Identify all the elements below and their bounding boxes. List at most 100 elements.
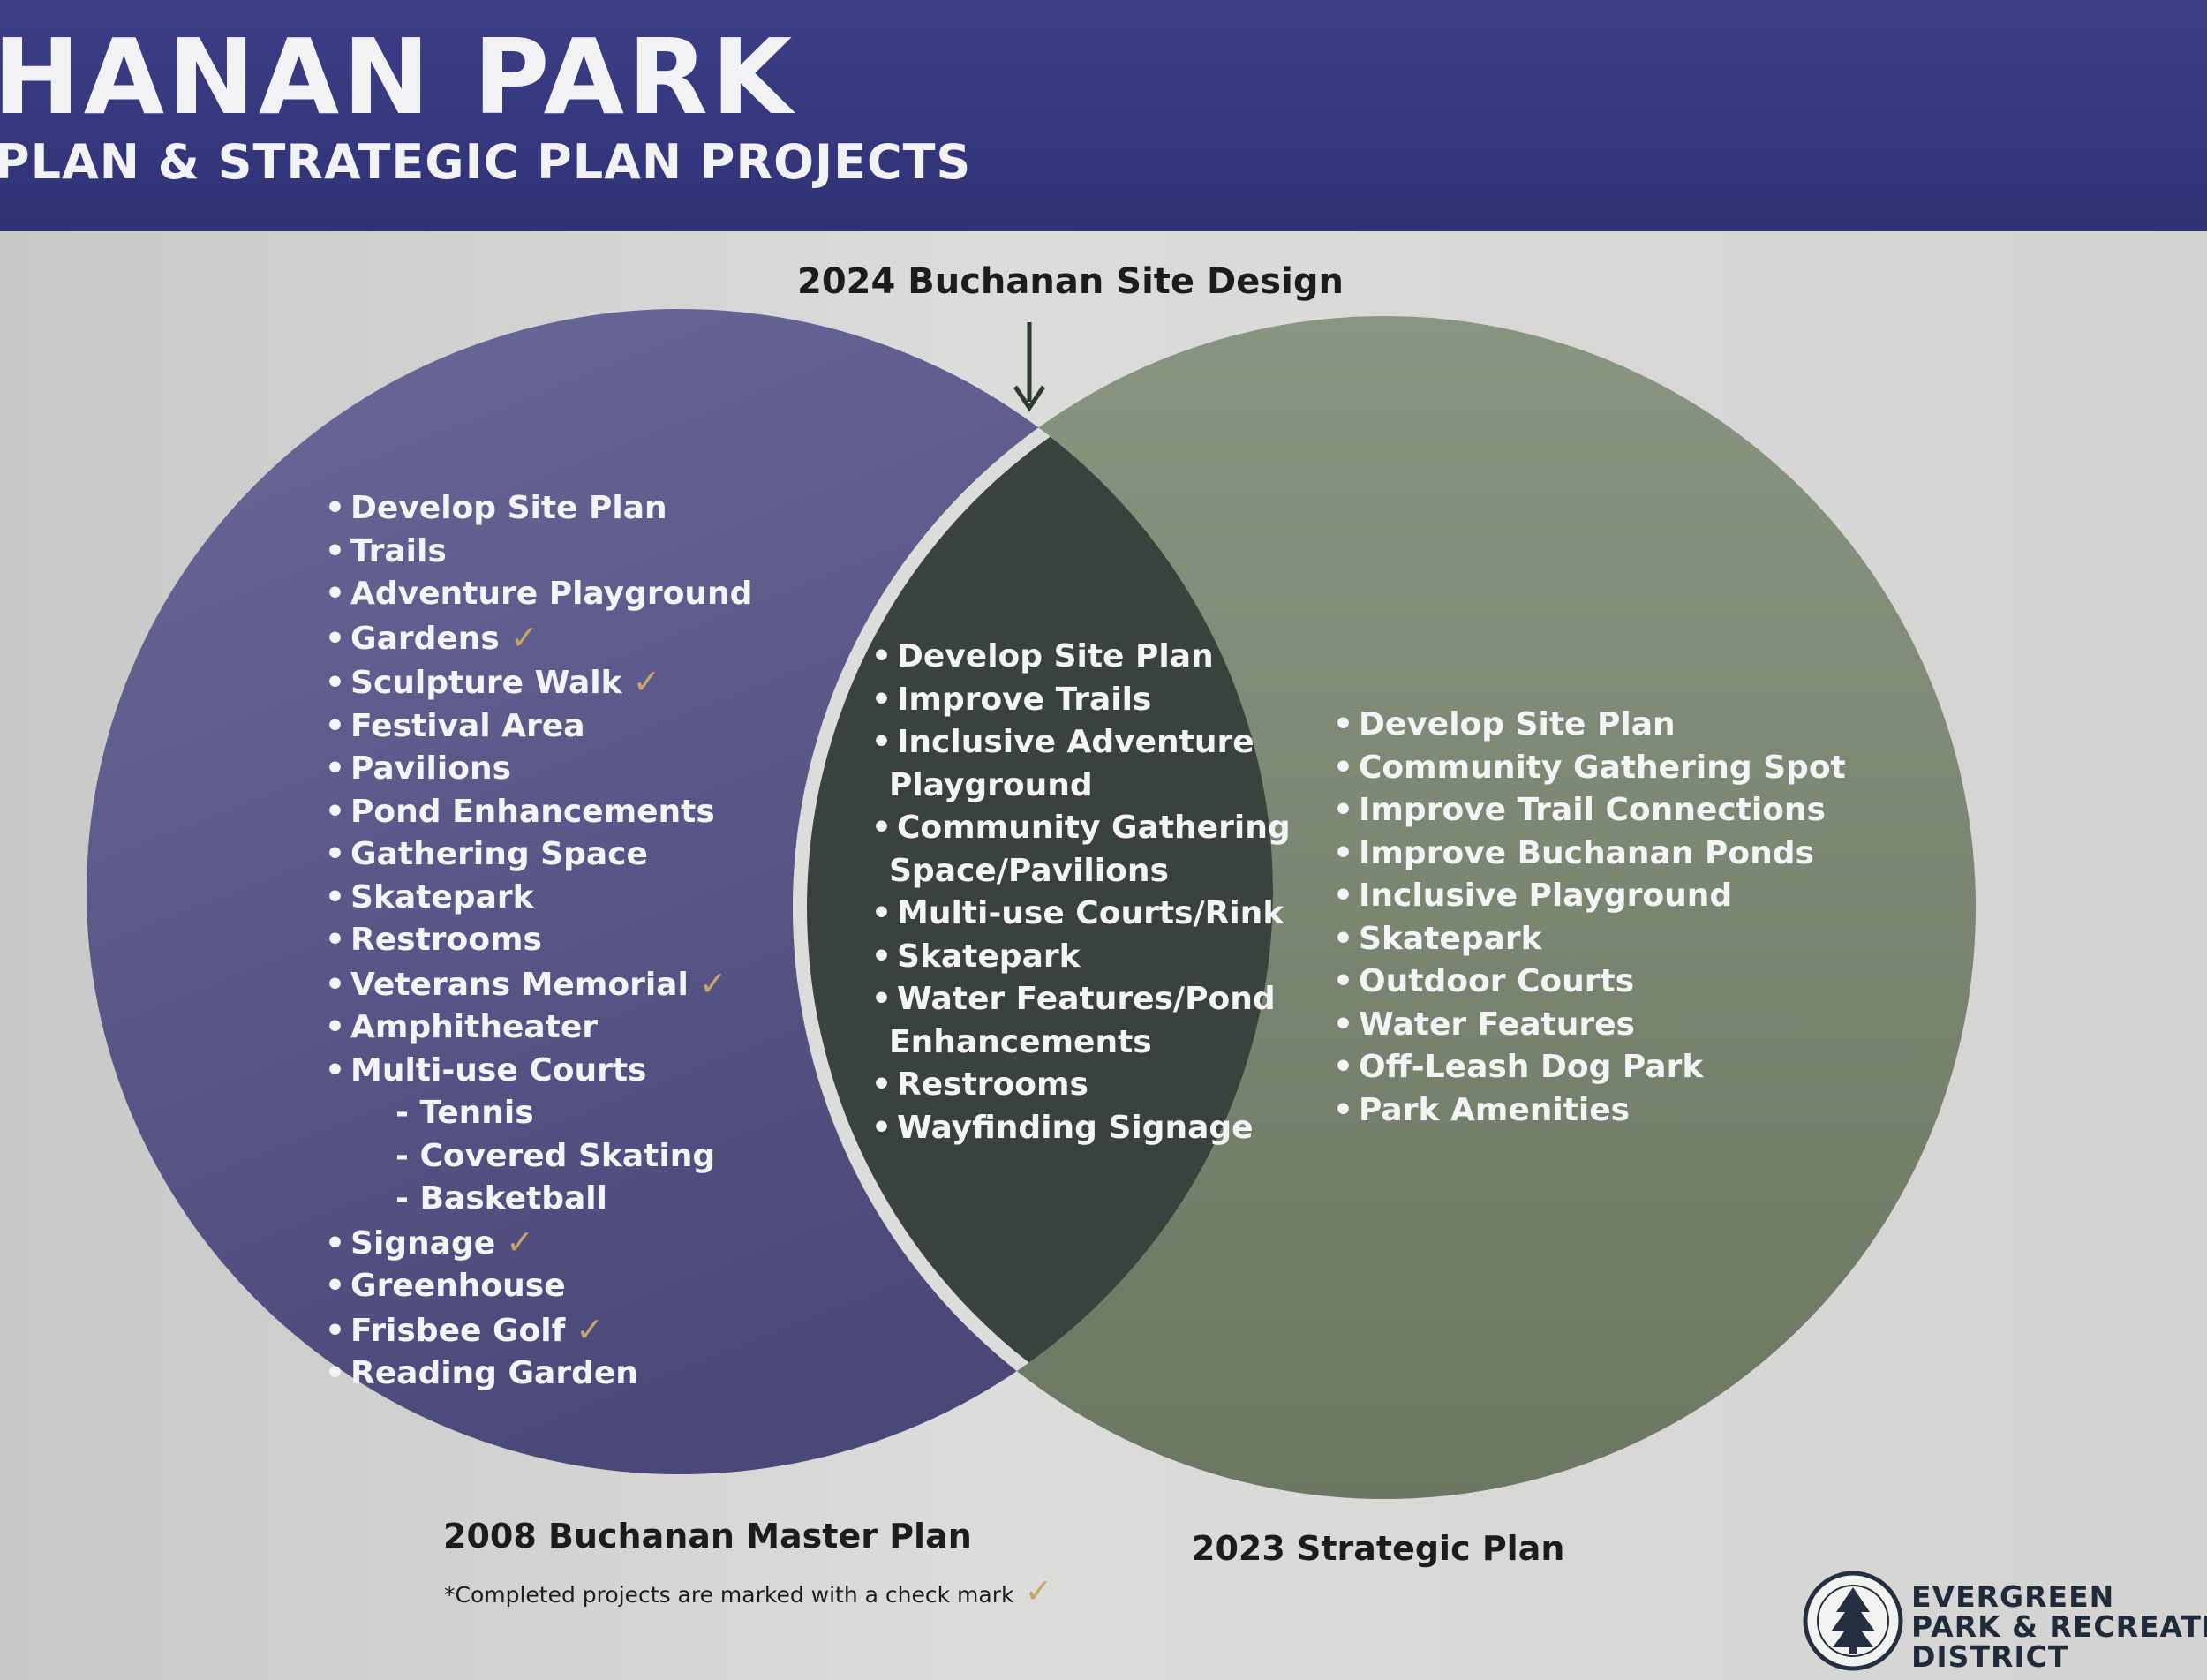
logo-line-2: PARK & RECREATIO — [1911, 1609, 2207, 1644]
master-plan-item-text: Veterans Memorial — [350, 966, 689, 1003]
check-icon: ✓ — [632, 662, 661, 701]
master-plan-item-text: - Covered Skating — [395, 1137, 716, 1174]
master-plan-item: - Covered Skating — [325, 1135, 752, 1179]
master-plan-item: Adventure Playground — [325, 573, 752, 616]
check-icon: ✓ — [509, 617, 539, 657]
master-plan-item-text: Trails — [350, 532, 447, 569]
master-plan-list: Develop Site PlanTrailsAdventure Playgro… — [325, 487, 752, 1396]
overlap-2024-site-design — [807, 330, 1273, 1474]
logo-line-3: DISTRICT — [1911, 1639, 2069, 1674]
strategic-plan-item: Skatepark — [1333, 918, 1846, 961]
site-design-item-text: Space/Pavilions — [889, 852, 1169, 889]
site-design-item-text: Wayfinding Signage — [897, 1109, 1254, 1146]
site-design-item: Improve Trails — [871, 679, 1291, 722]
site-design-item: Inclusive Adventure — [871, 721, 1291, 765]
page-title: HANAN PARK — [0, 16, 796, 138]
check-icon: ✓ — [576, 1309, 605, 1349]
strategic-plan-item-text: Skatepark — [1359, 920, 1542, 957]
strategic-plan-item: Community Gathering Spot — [1333, 747, 1846, 790]
check-icon: ✓ — [506, 1222, 535, 1262]
site-design-item: Skatepark — [871, 936, 1291, 979]
master-plan-item: Amphitheater — [325, 1006, 752, 1050]
master-plan-item: Frisbee Golf ✓ — [325, 1308, 752, 1353]
master-plan-item: Restrooms — [325, 919, 752, 962]
master-plan-item: Signage ✓ — [325, 1221, 752, 1266]
label-2008-master-plan: 2008 Buchanan Master Plan — [443, 1517, 972, 1556]
strategic-plan-item-text: Develop Site Plan — [1359, 706, 1676, 742]
down-arrow-icon — [1013, 322, 1046, 412]
strategic-plan-list: Develop Site PlanCommunity Gathering Spo… — [1333, 704, 1846, 1132]
site-design-item: Multi-use Courts/Rink — [871, 893, 1291, 936]
master-plan-item: - Basketball — [325, 1178, 752, 1221]
strategic-plan-item: Outdoor Courts — [1333, 961, 1846, 1004]
strategic-plan-item-text: Community Gathering Spot — [1359, 749, 1846, 786]
master-plan-item-text: Greenhouse — [350, 1268, 566, 1304]
strategic-plan-item: Improve Buchanan Ponds — [1333, 832, 1846, 876]
master-plan-item-text: Pavilions — [350, 750, 512, 787]
master-plan-item: Trails — [325, 531, 752, 574]
master-plan-item-text: Skatepark — [350, 878, 534, 915]
master-plan-item: Multi-use Courts — [325, 1050, 752, 1093]
master-plan-item: Pond Enhancements — [325, 791, 752, 834]
strategic-plan-item-text: Water Features — [1359, 1006, 1635, 1043]
master-plan-item-text: Festival Area — [350, 707, 585, 744]
strategic-plan-item: Develop Site Plan — [1333, 704, 1846, 747]
site-design-item-text: Water Features/Pond — [897, 981, 1276, 1017]
site-design-list: Develop Site PlanImprove TrailsInclusive… — [871, 636, 1291, 1149]
evergreen-tree-seal-icon — [1803, 1571, 1903, 1671]
completed-note: *Completed projects are marked with a ch… — [444, 1571, 1052, 1610]
site-design-item-text: Restrooms — [897, 1066, 1088, 1103]
master-plan-item-text: Gathering Space — [350, 836, 648, 872]
site-design-item: Develop Site Plan — [871, 636, 1291, 679]
page-subtitle: PLAN & STRATEGIC PLAN PROJECTS — [0, 134, 972, 190]
strategic-plan-item-text: Park Amenities — [1359, 1091, 1631, 1128]
master-plan-item-text: Develop Site Plan — [350, 490, 667, 526]
strategic-plan-item: Water Features — [1333, 1004, 1846, 1047]
completed-note-text: *Completed projects are marked with a ch… — [444, 1582, 1014, 1608]
header-banner: HANAN PARK PLAN & STRATEGIC PLAN PROJECT… — [0, 0, 2207, 231]
master-plan-item-text: Pond Enhancements — [350, 793, 715, 830]
master-plan-item: Reading Garden — [325, 1352, 752, 1396]
master-plan-item: Develop Site Plan — [325, 487, 752, 531]
master-plan-item-text: Reading Garden — [350, 1355, 638, 1391]
site-design-item-text: Enhancements — [889, 1023, 1152, 1060]
site-design-item-text: Improve Trails — [897, 681, 1152, 718]
master-plan-item: Festival Area — [325, 705, 752, 749]
strategic-plan-item-text: Inclusive Playground — [1359, 878, 1733, 914]
label-2024-site-design: 2024 Buchanan Site Design — [797, 261, 1344, 302]
strategic-plan-item: Improve Trail Connections — [1333, 789, 1846, 832]
logo-line-1: EVERGREEN — [1911, 1579, 2115, 1614]
site-design-item: Playground — [871, 765, 1291, 808]
check-icon: ✓ — [1024, 1571, 1053, 1610]
strategic-plan-item: Off-Leash Dog Park — [1333, 1046, 1846, 1089]
master-plan-item-text: Restrooms — [350, 922, 542, 958]
site-design-item: Space/Pavilions — [871, 850, 1291, 893]
site-design-item-text: Playground — [889, 766, 1093, 803]
strategic-plan-item-text: Improve Buchanan Ponds — [1359, 834, 1814, 871]
master-plan-item-text: Gardens — [350, 620, 500, 657]
strategic-plan-item: Park Amenities — [1333, 1089, 1846, 1133]
master-plan-item: - Tennis — [325, 1092, 752, 1135]
check-icon: ✓ — [698, 963, 727, 1003]
strategic-plan-item: Inclusive Playground — [1333, 875, 1846, 918]
master-plan-item-text: Multi-use Courts — [350, 1051, 647, 1089]
master-plan-item-text: - Tennis — [395, 1095, 534, 1131]
site-design-item: Enhancements — [871, 1021, 1291, 1065]
site-design-item-text: Community Gathering — [897, 810, 1291, 846]
master-plan-item-text: - Basketball — [395, 1180, 607, 1217]
master-plan-item-text: Amphitheater — [350, 1009, 599, 1045]
strategic-plan-item-text: Outdoor Courts — [1359, 963, 1635, 999]
site-design-item: Wayfinding Signage — [871, 1107, 1291, 1150]
master-plan-item: Greenhouse — [325, 1265, 752, 1308]
master-plan-item-text: Signage — [350, 1224, 496, 1262]
site-design-item-text: Multi-use Courts/Rink — [897, 895, 1284, 931]
strategic-plan-item-text: Improve Trail Connections — [1359, 792, 1826, 828]
site-design-item: Restrooms — [871, 1064, 1291, 1107]
site-design-item-text: Skatepark — [897, 938, 1081, 975]
master-plan-item: Gardens✓ — [325, 616, 752, 661]
master-plan-item-text: Frisbee Golf — [350, 1312, 566, 1349]
master-plan-item: Skatepark — [325, 877, 752, 920]
master-plan-item-text: Sculpture Walk — [350, 665, 622, 701]
